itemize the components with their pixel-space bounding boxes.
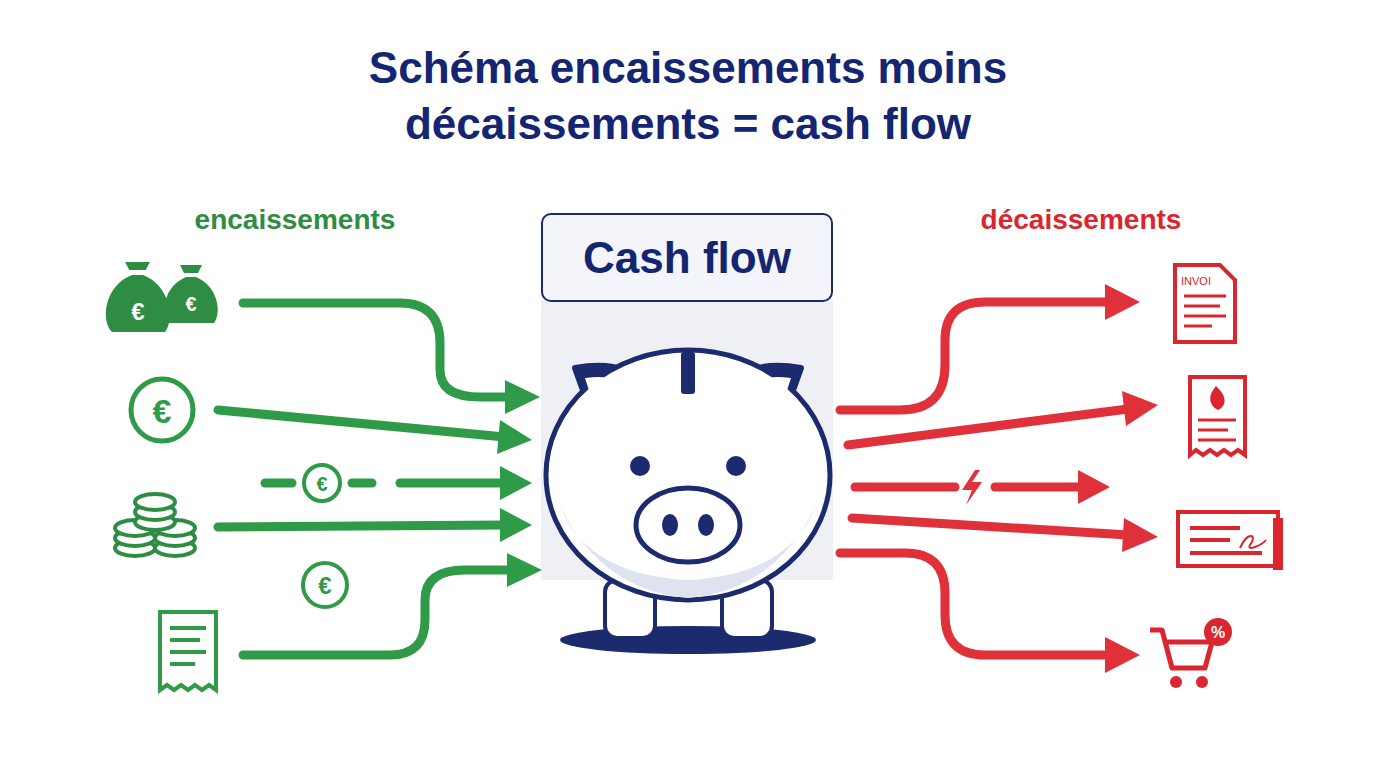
inflow-heading: encaissements <box>195 206 396 234</box>
piggy-bank <box>546 350 830 654</box>
euro-symbol: € <box>316 474 327 494</box>
coin-icon <box>303 563 347 607</box>
invoice-text: INVOI <box>1181 276 1211 287</box>
cheque-icon <box>1178 512 1283 570</box>
invoice-icon <box>1175 265 1235 342</box>
euro-symbol: € <box>153 394 172 428</box>
node-label: Cash flow <box>583 233 791 283</box>
diagram-title: Schéma encaissements moins décaissements… <box>238 40 1138 152</box>
outflow-arrows <box>840 302 1128 655</box>
coin-icon <box>131 379 193 441</box>
inflow-arrows <box>218 303 510 655</box>
coin-icon <box>304 465 340 501</box>
coin-stack <box>115 494 195 556</box>
money-bags <box>106 262 218 332</box>
outflow-arrowheads <box>962 284 1158 673</box>
euro-symbol: € <box>131 300 144 324</box>
bill-icon <box>1190 377 1245 455</box>
lightning-symbol <box>962 470 982 505</box>
euro-symbol: € <box>185 294 196 314</box>
receipt-icon <box>160 612 216 690</box>
outflow-heading: décaissements <box>981 206 1182 234</box>
cash-flow-box: Cash flow <box>541 213 833 302</box>
percent-badge: % <box>1211 625 1225 641</box>
cart-icon <box>1150 618 1232 688</box>
euro-symbol: € <box>318 574 331 598</box>
inflow-arrowheads <box>497 380 542 587</box>
